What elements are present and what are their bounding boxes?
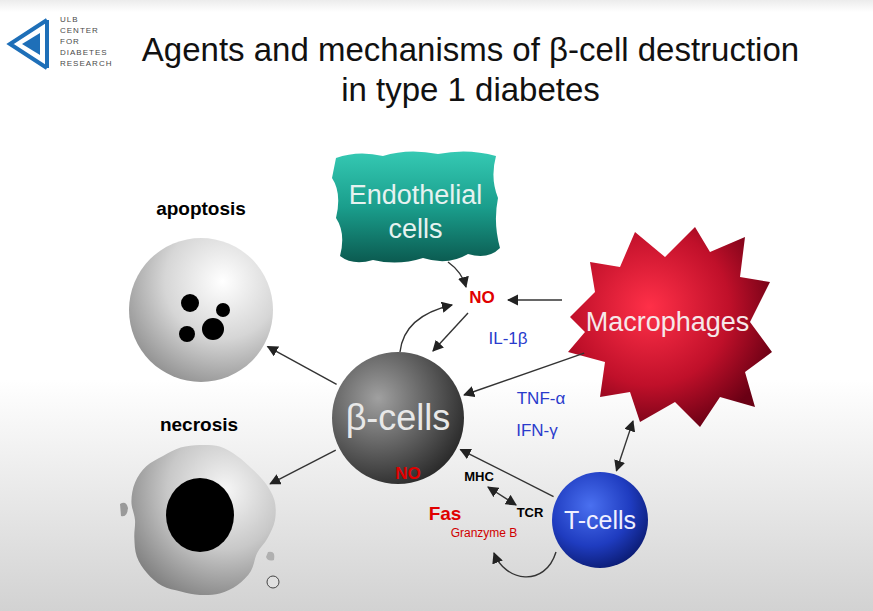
molecule-label: TCR [510, 505, 550, 521]
arrow-connector [464, 353, 584, 395]
node-shape [267, 576, 279, 588]
molecule-label: Granzyme B [438, 526, 530, 540]
node-shape [332, 352, 464, 484]
molecule-label: Fas [425, 503, 465, 526]
node-shape [120, 503, 128, 517]
outcome-heading: necrosis [118, 414, 280, 437]
cell-name: T-cells [552, 505, 648, 535]
node-shape [131, 445, 275, 595]
t-cell-circle: T-cells [552, 472, 648, 568]
cell-name: β-cells [332, 396, 464, 439]
cell-name: Macrophages [560, 306, 775, 338]
no-beta-arrow [433, 313, 468, 351]
arrow-connector [270, 450, 336, 484]
macrophage-blob: Macrophages [560, 222, 775, 434]
mediator-label: NO [460, 288, 504, 308]
node-shape [166, 478, 234, 552]
arrow-connector [616, 421, 633, 471]
node-shape [266, 552, 274, 561]
endothelial-no-arrow [448, 262, 466, 287]
node-shape [202, 318, 224, 340]
cytokine-label: IFN-γ [508, 421, 566, 441]
beta-no-arrow [400, 305, 452, 352]
outcome-heading: apoptosis [126, 198, 276, 221]
tcell-fas-arrow [494, 552, 556, 577]
endothelial-cell-blob: Endothelial cells [328, 148, 503, 268]
macrophage-no-arrow [508, 299, 562, 300]
cytokine-label: IL-1β [482, 329, 534, 349]
logo-bar [45, 20, 49, 68]
necrotic-cell: necrosis [118, 412, 280, 607]
node-shape [216, 303, 230, 317]
logo-wedge [10, 20, 47, 68]
node-outline [118, 412, 280, 607]
node-shape [179, 326, 195, 342]
mediator-label: NO [384, 464, 432, 484]
mhc-tcr-arrow [488, 487, 516, 505]
beta-cell-circle: β-cellsNO [332, 352, 464, 484]
cell-name: Endothelial cells [328, 178, 503, 246]
molecule-label: MHC [458, 469, 500, 485]
logo-inner [22, 33, 40, 55]
cytokine-label: TNF-α [510, 389, 572, 409]
node-shape [552, 472, 648, 568]
node-outline [126, 196, 276, 386]
node-shape [129, 238, 273, 382]
apoptotic-cell: apoptosis [126, 196, 276, 386]
slide-title: Agents and mechanisms of β-cell destruct… [133, 30, 808, 110]
node-shape [181, 294, 199, 312]
logo-text: ULB CENTER FOR DIABETES RESEARCH [60, 14, 116, 69]
logo-icon [0, 0, 60, 80]
arrow-connector [268, 347, 337, 385]
